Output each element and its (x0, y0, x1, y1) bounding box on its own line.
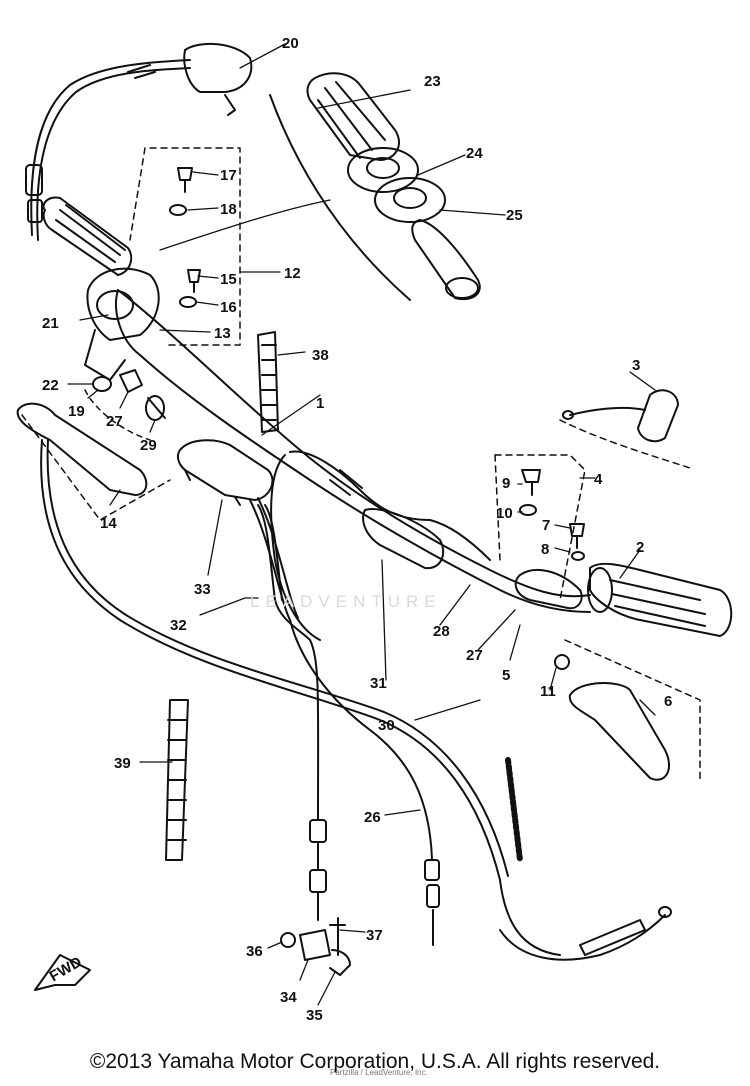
callout-6: 6 (664, 693, 672, 710)
callout-37: 37 (366, 927, 383, 944)
callout-23: 23 (424, 73, 441, 90)
handlebar-cable-exploded-diagram: FWD (16, 35, 733, 1024)
starter-cable-part (257, 504, 327, 921)
throttle-housing-part (84, 267, 160, 381)
callout-19: 19 (68, 403, 85, 420)
callout-29: 29 (140, 437, 157, 454)
hot-start-cable-part (270, 450, 491, 641)
callout-16: 16 (220, 299, 237, 316)
callout-27b: 27 (466, 647, 483, 664)
replacement-grip-set (269, 72, 481, 301)
throttle-cable-26 (249, 497, 440, 946)
callout-25: 25 (506, 207, 523, 224)
callout-1: 1 (316, 395, 324, 412)
handlebar-part (115, 289, 591, 613)
callout-18: 18 (220, 201, 237, 218)
callout-10: 10 (496, 505, 513, 522)
callout-3: 3 (632, 357, 640, 374)
callout-32: 32 (170, 617, 187, 634)
kill-switch-part (559, 389, 691, 469)
callout-33: 33 (194, 581, 211, 598)
callout-9: 9 (502, 475, 510, 492)
callout-28: 28 (433, 623, 450, 640)
callout-numbers: 3 1 2 4 5 6 7 8 9 10 11 12 13 14 15 16 1… (42, 35, 672, 1024)
clutch-cable-part (40, 439, 561, 956)
callout-8: 8 (541, 541, 549, 558)
fwd-arrow-icon: FWD (34, 953, 91, 991)
callout-2: 2 (636, 539, 644, 556)
leader-lines (67, 43, 656, 1006)
left-grip-part (42, 196, 133, 276)
watermark-text: LEADVENTURE (250, 592, 442, 611)
brake-cable-end (499, 757, 672, 961)
callout-13: 13 (214, 325, 231, 342)
callout-22: 22 (42, 377, 59, 394)
throttle-cable-part (25, 42, 253, 241)
callout-35: 35 (306, 1007, 323, 1024)
right-perch-parts (494, 454, 586, 670)
callout-11: 11 (540, 683, 556, 700)
callout-39: 39 (114, 755, 131, 772)
callout-38: 38 (312, 347, 329, 364)
callout-24: 24 (466, 145, 483, 162)
throttle-screws (169, 167, 201, 308)
callout-4: 4 (594, 471, 603, 488)
callout-36: 36 (246, 943, 263, 960)
callout-5: 5 (502, 667, 510, 684)
small-credit-text: Partzilla / LeadVenture, Inc. (330, 1068, 428, 1077)
cable-bracket-parts (280, 917, 351, 976)
callout-34: 34 (280, 989, 297, 1006)
callout-12: 12 (284, 265, 301, 282)
callout-21: 21 (42, 315, 59, 332)
callout-14: 14 (100, 515, 117, 532)
callout-30: 30 (378, 717, 395, 734)
copyright-notice: ©2013 Yamaha Motor Corporation, U.S.A. A… (89, 1050, 661, 1073)
throttle-subassembly-box (129, 147, 241, 346)
callout-17: 17 (220, 167, 237, 184)
callout-27a: 27 (106, 413, 123, 430)
callout-31: 31 (370, 675, 387, 692)
right-grip-part (587, 562, 733, 637)
callout-20: 20 (282, 35, 299, 52)
callout-26: 26 (364, 809, 381, 826)
right-lever-part (564, 639, 701, 781)
callout-15: 15 (220, 271, 237, 288)
callout-7: 7 (542, 517, 550, 534)
left-perch-parts (84, 369, 166, 441)
cable-strap-parts (165, 331, 279, 861)
collar-part (176, 439, 274, 506)
